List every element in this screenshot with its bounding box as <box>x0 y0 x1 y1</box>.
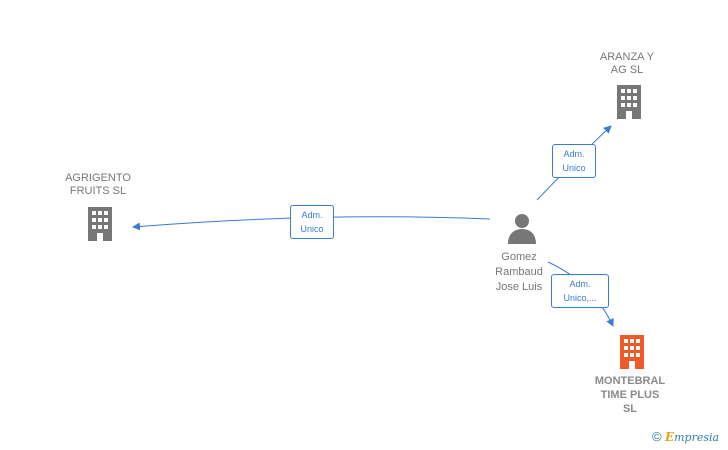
building-icon[interactable] <box>85 207 115 241</box>
brand-name: mpresia <box>674 431 720 444</box>
edge-label-line: Adm. <box>301 210 323 220</box>
node-label-agrigento: AGRIGENTO FRUITS SL <box>65 172 131 197</box>
edge-label-line: Adm. <box>569 279 591 289</box>
node-label-montebral: MONTEBRAL TIME PLUS SL <box>594 375 666 415</box>
edge-label-line: Unico <box>300 224 324 234</box>
brand-logo: © Empresia <box>652 429 719 444</box>
edge-label-line: Unico,... <box>563 293 597 303</box>
copyright-symbol: © <box>652 429 662 444</box>
building-icon[interactable] <box>614 85 644 119</box>
brand-initial: E <box>664 430 675 444</box>
edge-label-montebral[interactable]: Adm. Unico,... <box>551 274 609 308</box>
edge-label-agrigento[interactable]: Adm. Unico <box>290 205 334 239</box>
node-label-person: Gomez Rambaud Jose Luis <box>495 251 543 293</box>
edge-label-line: Adm. <box>563 149 585 159</box>
node-label-aranza: ARANZA Y AG SL <box>599 51 655 76</box>
edge-label-line: Unico <box>562 163 586 173</box>
building-icon[interactable] <box>617 335 647 369</box>
person-icon[interactable] <box>506 212 538 244</box>
edge-label-aranza[interactable]: Adm. Unico <box>552 144 596 178</box>
